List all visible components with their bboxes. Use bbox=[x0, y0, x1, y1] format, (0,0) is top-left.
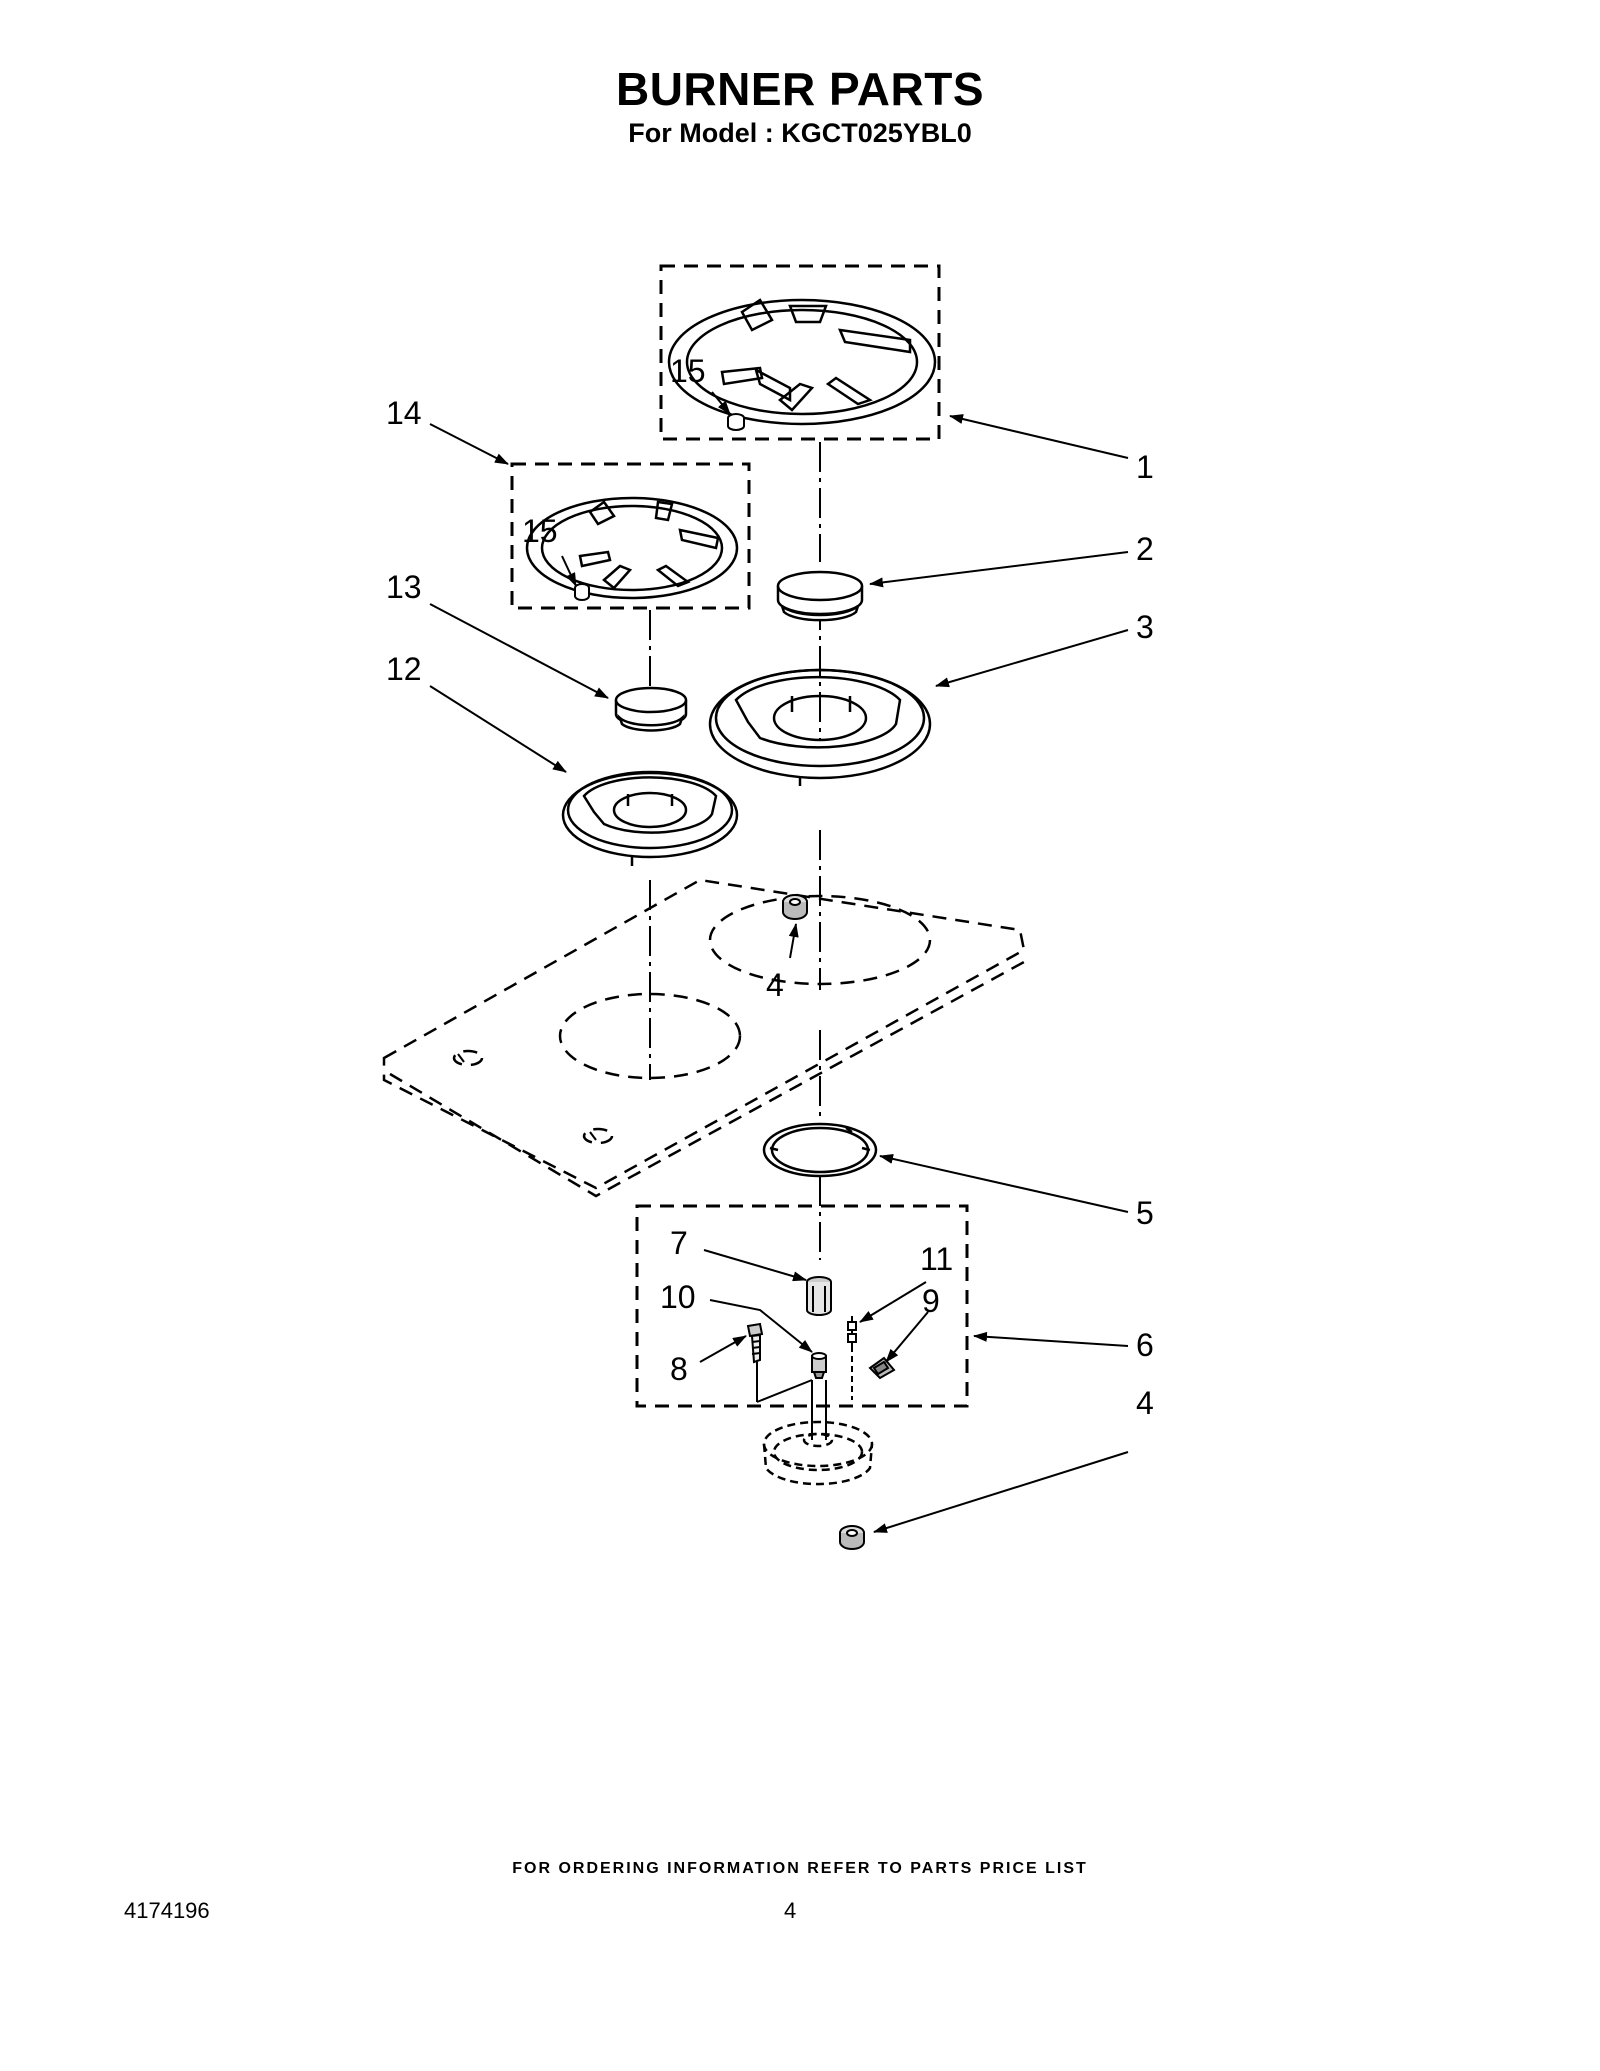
hole-marks bbox=[457, 1053, 597, 1141]
model-subtitle: For Model : KGCT025YBL0 bbox=[628, 118, 972, 148]
callout-9: 9 bbox=[922, 1283, 940, 1319]
callout-13: 13 bbox=[386, 569, 422, 605]
callout-3: 3 bbox=[1136, 609, 1154, 645]
callout-11: 11 bbox=[920, 1241, 953, 1277]
callout-8: 8 bbox=[670, 1351, 688, 1387]
centerlines bbox=[649, 442, 821, 1260]
callout-1: 1 bbox=[1136, 449, 1154, 485]
cooktop-outline bbox=[382, 878, 1026, 1198]
grate-small-group-box bbox=[510, 462, 751, 610]
burner-cap-large bbox=[776, 570, 864, 622]
screw-part-8 bbox=[746, 1322, 764, 1364]
page-number: 4 bbox=[784, 1898, 797, 1923]
callout-7: 7 bbox=[670, 1225, 688, 1261]
callout-2: 2 bbox=[1136, 531, 1154, 567]
igniter-part-11 bbox=[847, 1316, 857, 1400]
callout-14: 14 bbox=[386, 395, 422, 431]
callout-4-upper: 4 bbox=[766, 967, 784, 1003]
retaining-ring bbox=[762, 1122, 878, 1178]
burner-base-small bbox=[561, 770, 739, 866]
knob-base bbox=[762, 1420, 874, 1486]
callout-4-lower: 4 bbox=[1136, 1385, 1154, 1421]
orifice-part-10 bbox=[811, 1352, 827, 1379]
nut-upper bbox=[782, 894, 808, 920]
sleeve-part-7 bbox=[806, 1276, 832, 1316]
nut-lower bbox=[839, 1525, 865, 1550]
bumper-15-upper bbox=[727, 413, 745, 431]
clip-part-9 bbox=[868, 1356, 896, 1380]
callout-15-upper: 15 bbox=[670, 353, 706, 389]
grate-large bbox=[667, 298, 937, 426]
callout-10: 10 bbox=[660, 1279, 696, 1315]
burner-cap-small bbox=[614, 686, 688, 732]
callout-labels: 1 2 3 4 5 6 4 7 8 9 10 11 12 13 14 15 15 bbox=[386, 353, 1154, 1421]
ordering-note: FOR ORDERING INFORMATION REFER TO PARTS … bbox=[512, 1860, 1088, 1877]
callout-6: 6 bbox=[1136, 1327, 1154, 1363]
leader-lines bbox=[429, 391, 1129, 1533]
callout-12: 12 bbox=[386, 651, 422, 687]
valve-lines bbox=[756, 1362, 827, 1440]
callout-15-lower: 15 bbox=[522, 513, 558, 549]
bumper-15-lower bbox=[574, 583, 590, 601]
burner-base-large bbox=[708, 668, 932, 786]
grate-large-group-box bbox=[659, 264, 941, 441]
valve-group-box bbox=[635, 1204, 969, 1408]
callout-5: 5 bbox=[1136, 1195, 1154, 1231]
grate-small bbox=[525, 496, 739, 600]
document-number: 4174196 bbox=[124, 1898, 210, 1923]
page-title: BURNER PARTS bbox=[615, 63, 985, 115]
